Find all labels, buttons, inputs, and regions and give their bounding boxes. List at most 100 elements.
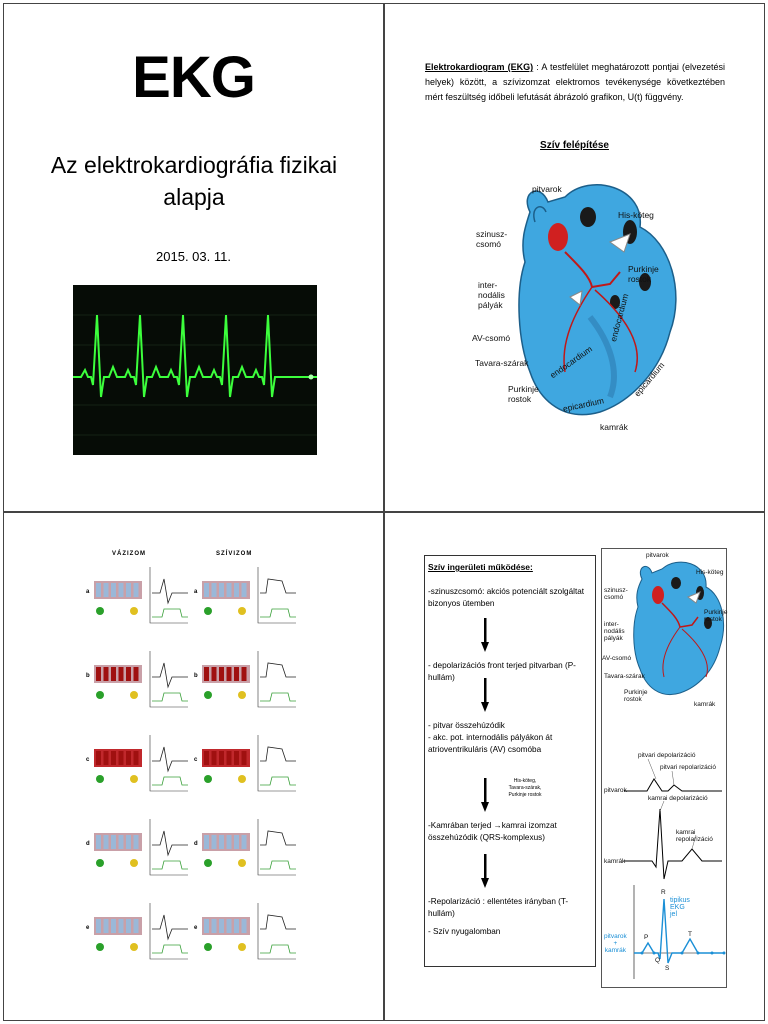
fiber-segment — [241, 919, 247, 933]
fiber-segment — [211, 583, 217, 597]
fiber-segment — [241, 667, 247, 681]
label-purkinje-1: Purkinje rostok — [628, 264, 659, 284]
label-tipikus-ekg: tipikus EKG jel — [670, 897, 690, 918]
label-pitvarok: pitvarok — [532, 184, 562, 194]
panel-label-tavara: Tavara-szárak — [604, 673, 645, 680]
electrode-icon — [204, 775, 212, 783]
fiber-segment — [241, 751, 247, 765]
fiber-segment — [96, 919, 101, 933]
wave-label-s: S — [665, 965, 670, 972]
label-pitvari-repolarizacio: pitvari repolarizáció — [660, 764, 716, 771]
panel-label-purkinje-1: Purkinje rostok — [704, 609, 728, 623]
electrode-icon — [130, 607, 138, 615]
fiber-segment — [133, 583, 139, 597]
fiber-segment — [103, 835, 109, 849]
electrode-icon — [130, 859, 138, 867]
label-kamrai-repolarizacio: kamrai repolarizáció — [676, 829, 713, 843]
action-potential-trace — [152, 776, 188, 786]
definition-term: Elektrokardiogram (EKG) — [425, 62, 534, 72]
flow-item-2: - depolarizációs front terjed pitvarban … — [428, 661, 576, 682]
fiber-segment — [96, 667, 101, 681]
label-internodalis: inter- nodális pályák — [478, 280, 505, 310]
flow-item-7: - Szív nyugalomban — [428, 927, 501, 936]
action-potential-trace — [260, 608, 296, 618]
fiber-segment — [226, 667, 232, 681]
arrow-down-icon — [481, 618, 489, 652]
action-potential-trace — [260, 692, 296, 702]
electrode-icon — [204, 691, 212, 699]
fiber-segment — [133, 667, 139, 681]
fiber-segment — [219, 751, 224, 765]
fiber-segment — [234, 835, 239, 849]
label-av: AV-csomó — [472, 333, 511, 343]
row-letter: b — [194, 673, 198, 679]
signal-trace — [260, 662, 296, 678]
fiber-segment — [204, 667, 209, 681]
label-his: His-köteg — [618, 210, 654, 220]
fiber-segment — [111, 583, 116, 597]
panel-label-av: AV-csomó — [602, 655, 632, 662]
flow-title: Szív ingerületi működése: — [428, 562, 533, 572]
fiber-segment — [111, 919, 116, 933]
flow-item-1: -szinuszcsomó: akciós potenciált szolgál… — [428, 587, 585, 608]
fiber-segment — [126, 835, 131, 849]
label-pitvarok-trace: pitvarok — [604, 787, 627, 794]
fiber-segment — [126, 751, 131, 765]
fiber-segment — [103, 751, 109, 765]
fiber-segment — [118, 835, 124, 849]
fiber-segment — [226, 751, 232, 765]
signal-axes — [257, 651, 296, 708]
heart-diagram: pitvarok His-köteg szinusz- csomó Purkin… — [470, 172, 690, 442]
signal-trace — [152, 578, 188, 605]
fiber-segment — [118, 583, 124, 597]
action-potential-trace — [260, 944, 296, 954]
fiber-segment — [96, 835, 101, 849]
signal-trace — [260, 578, 296, 594]
panel-label-szinusz: szinusz- csomó — [604, 587, 628, 601]
electrode-icon — [96, 775, 104, 783]
fiber-segment — [241, 583, 247, 597]
row-letter: d — [86, 841, 90, 847]
fiber-segment — [204, 583, 209, 597]
row-letter: e — [194, 925, 198, 931]
fiber-segment — [111, 667, 116, 681]
electrode-icon — [204, 943, 212, 951]
panel-label-purkinje-2: Purkinje rostok — [624, 689, 648, 703]
fiber-segment — [126, 583, 131, 597]
action-potential-trace — [152, 692, 188, 702]
fiber-segment — [103, 583, 109, 597]
electrode-icon — [204, 607, 212, 615]
arrow-down-icon — [481, 854, 489, 888]
signal-trace — [152, 914, 188, 941]
fiber-segment — [226, 919, 232, 933]
label-pitvarok-kamrak: pitvarok + kamrák — [604, 933, 627, 954]
fiber-segment — [211, 667, 217, 681]
signal-axes — [257, 735, 296, 792]
electrode-icon — [238, 607, 246, 615]
col-vazizom: VÁZIZOM — [112, 551, 146, 557]
wave-label-t: T — [688, 931, 692, 938]
row-letter: c — [86, 757, 90, 763]
label-purkinje-2: Purkinje rostok — [508, 384, 539, 404]
fiber-segment — [96, 751, 101, 765]
fiber-segment — [126, 919, 131, 933]
signal-axes — [149, 735, 188, 792]
slide-subtitle: Az elektrokardiográfia fizikai alapja — [50, 152, 338, 210]
electrode-icon — [130, 775, 138, 783]
fiber-segment — [241, 835, 247, 849]
flow-item-6: -Repolarizáció : ellentétes irányban (T-… — [428, 897, 569, 918]
signal-axes — [257, 819, 296, 876]
flow-item-3: - pitvar összehúzódik — [428, 721, 505, 730]
fiber-segment — [234, 667, 239, 681]
wave-label-p: P — [644, 934, 649, 941]
panel-label-internodalis: inter- nodális pályák — [604, 621, 625, 642]
electrode-icon — [130, 691, 138, 699]
electrode-icon — [238, 691, 246, 699]
heart-ekg-illustration — [624, 561, 726, 979]
electrode-icon — [238, 775, 246, 783]
signal-axes — [149, 567, 188, 624]
definition-text: : A testfelület meghatározott pontjai (e… — [425, 62, 726, 102]
fiber-segment — [211, 835, 217, 849]
